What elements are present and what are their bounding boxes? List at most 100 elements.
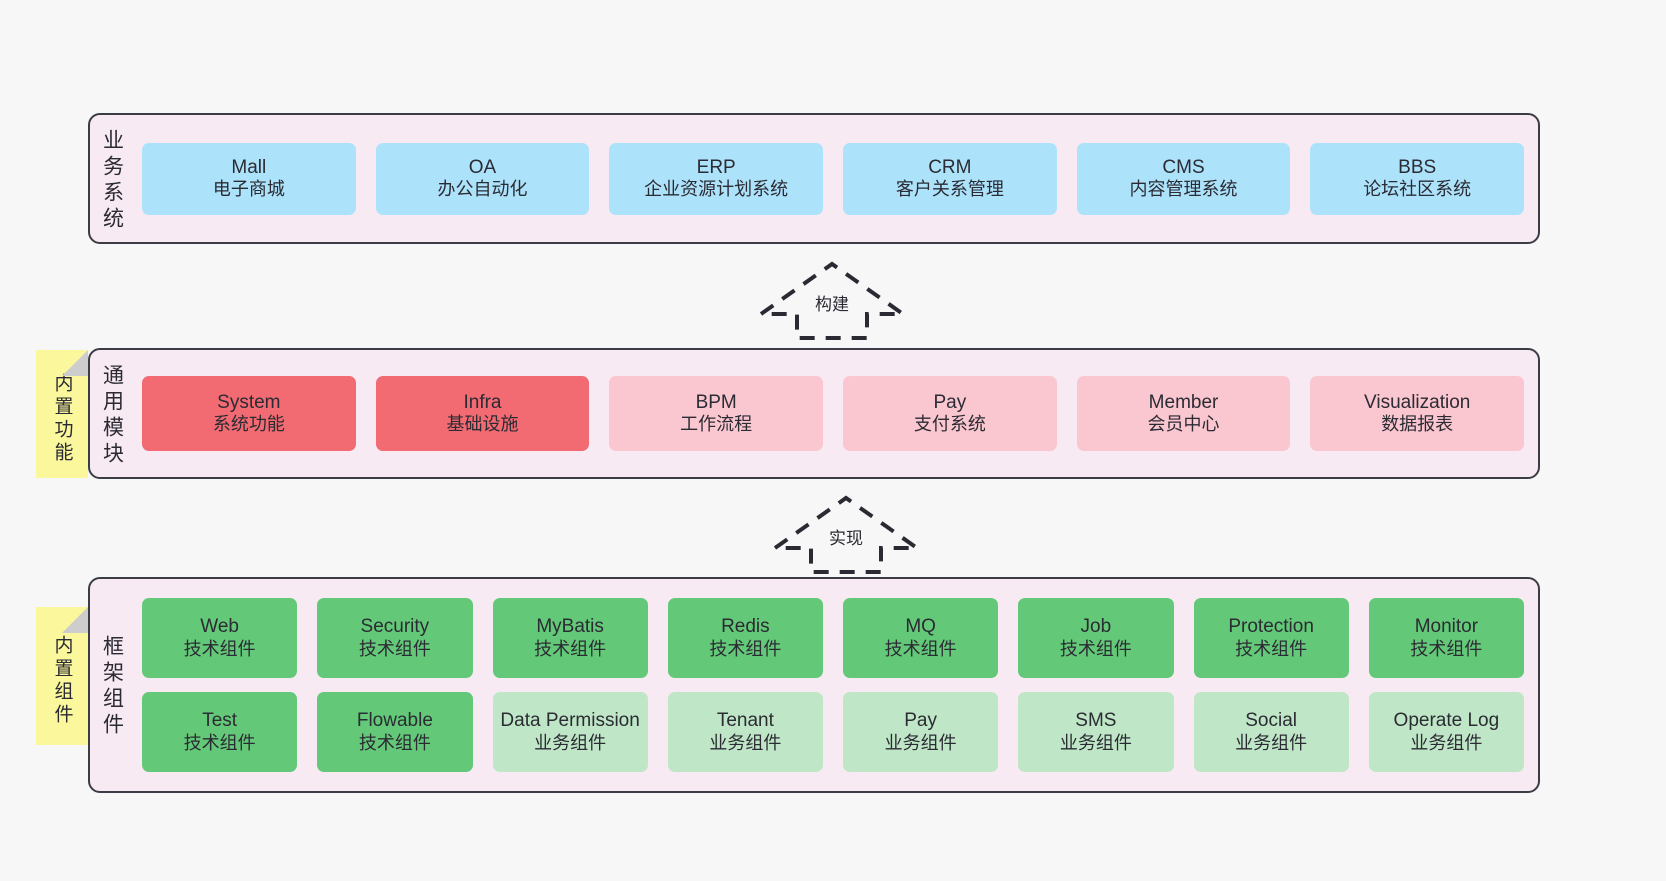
- layer-common-modules: 通用模块 System 系统功能 Infra 基础设施 BPM 工作流程 Pay…: [88, 348, 1540, 479]
- box-title: Infra: [463, 391, 502, 413]
- box-web[interactable]: Web 技术组件: [142, 598, 298, 678]
- layer-title-framework-components: 框架组件: [100, 635, 124, 739]
- box-title: Operate Log: [1393, 710, 1500, 732]
- sticky-note-builtin-functions: 内置功能: [36, 350, 88, 478]
- box-title: MQ: [905, 616, 936, 638]
- box-title: OA: [468, 156, 497, 178]
- box-monitor[interactable]: Monitor 技术组件: [1368, 598, 1524, 678]
- box-title: Social: [1245, 710, 1297, 732]
- box-subtitle: 数据报表: [1381, 414, 1454, 435]
- box-mq[interactable]: MQ 技术组件: [843, 598, 999, 678]
- box-title: Protection: [1228, 616, 1314, 638]
- box-title: Visualization: [1364, 391, 1471, 413]
- box-subtitle: 论坛社区系统: [1363, 179, 1472, 200]
- box-subtitle: 业务组件: [1059, 732, 1132, 753]
- box-title: Web: [200, 616, 239, 638]
- layer-business-systems: 业务系统 Mall 电子商城 OA 办公自动化 ERP 企业资源计划系统 CRM…: [88, 113, 1540, 244]
- box-subtitle: 会员中心: [1147, 414, 1220, 435]
- layer-row: Mall 电子商城 OA 办公自动化 ERP 企业资源计划系统 CRM 客户关系…: [142, 142, 1525, 215]
- box-subtitle: 内容管理系统: [1129, 179, 1238, 200]
- box-subtitle: 技术组件: [358, 732, 431, 753]
- layer-body-common-modules: System 系统功能 Infra 基础设施 BPM 工作流程 Pay 支付系统…: [134, 350, 1538, 477]
- box-redis[interactable]: Redis 技术组件: [667, 598, 823, 678]
- box-subtitle: 企业资源计划系统: [644, 179, 789, 200]
- box-subtitle: 电子商城: [212, 179, 285, 200]
- sticky-note-label: 内置组件: [51, 635, 73, 727]
- box-security[interactable]: Security 技术组件: [317, 598, 473, 678]
- box-system[interactable]: System 系统功能: [142, 376, 356, 451]
- box-title: Pay: [904, 710, 937, 732]
- box-pay-component[interactable]: Pay 业务组件: [843, 692, 999, 772]
- box-test[interactable]: Test 技术组件: [142, 692, 298, 772]
- layer-framework-components: 框架组件 Web 技术组件 Security 技术组件 MyBatis 技术组件…: [88, 577, 1540, 793]
- box-subtitle: 业务组件: [884, 732, 957, 753]
- layer-body-framework-components: Web 技术组件 Security 技术组件 MyBatis 技术组件 Redi…: [134, 579, 1538, 791]
- dashed-hollow-arrow-up-icon: [754, 261, 910, 340]
- box-title: ERP: [696, 156, 736, 178]
- arrow-implement: 实现: [768, 492, 924, 576]
- arrow-label: 构建: [815, 295, 849, 314]
- box-subtitle: 技术组件: [1410, 638, 1483, 659]
- box-bpm[interactable]: BPM 工作流程: [609, 376, 824, 451]
- box-title: Pay: [933, 391, 967, 413]
- box-job[interactable]: Job 技术组件: [1018, 598, 1174, 678]
- box-subtitle: 技术组件: [1235, 638, 1308, 659]
- box-infra[interactable]: Infra 基础设施: [375, 376, 590, 451]
- box-title: CRM: [928, 156, 972, 178]
- box-subtitle: 客户关系管理: [895, 179, 1004, 200]
- layer-row: System 系统功能 Infra 基础设施 BPM 工作流程 Pay 支付系统…: [142, 376, 1525, 451]
- layer-row: Test 技术组件 Flowable 技术组件 Data Permission …: [142, 692, 1524, 772]
- box-operate-log[interactable]: Operate Log 业务组件: [1368, 692, 1524, 772]
- box-flowable[interactable]: Flowable 技术组件: [317, 692, 473, 772]
- box-bbs[interactable]: BBS 论坛社区系统: [1310, 142, 1525, 215]
- box-title: SMS: [1075, 710, 1117, 732]
- box-erp[interactable]: ERP 企业资源计划系统: [609, 142, 824, 215]
- box-visualization[interactable]: Visualization 数据报表: [1310, 376, 1525, 451]
- box-subtitle: 业务组件: [709, 732, 782, 753]
- box-subtitle: 技术组件: [534, 638, 607, 659]
- layer-title-common-modules: 通用模块: [100, 363, 124, 468]
- box-sms[interactable]: SMS 业务组件: [1018, 692, 1174, 772]
- box-subtitle: 业务组件: [1235, 732, 1308, 753]
- layer-row: Web 技术组件 Security 技术组件 MyBatis 技术组件 Redi…: [142, 598, 1524, 678]
- box-protection[interactable]: Protection 技术组件: [1193, 598, 1349, 678]
- box-title: Flowable: [356, 710, 433, 732]
- box-subtitle: 业务组件: [534, 732, 607, 753]
- box-oa[interactable]: OA 办公自动化: [375, 142, 590, 215]
- box-subtitle: 基础设施: [446, 414, 519, 435]
- box-pay-module[interactable]: Pay 支付系统: [843, 376, 1057, 451]
- box-crm[interactable]: CRM 客户关系管理: [843, 142, 1057, 215]
- box-subtitle: 技术组件: [183, 638, 256, 659]
- box-data-permission[interactable]: Data Permission 业务组件: [492, 692, 648, 772]
- box-subtitle: 技术组件: [183, 732, 256, 753]
- box-title: BBS: [1398, 156, 1437, 178]
- sticky-note-builtin-components: 内置组件: [36, 607, 88, 745]
- box-title: Tenant: [716, 710, 774, 732]
- arrow-label: 实现: [829, 529, 863, 548]
- box-title: Mall: [231, 156, 267, 178]
- box-title: Monitor: [1414, 616, 1479, 638]
- box-subtitle: 系统功能: [212, 414, 285, 435]
- arrow-build: 构建: [754, 258, 910, 342]
- box-subtitle: 业务组件: [1410, 732, 1483, 753]
- box-mybatis[interactable]: MyBatis 技术组件: [492, 598, 648, 678]
- box-title: Job: [1080, 616, 1112, 638]
- box-title: Redis: [721, 616, 770, 638]
- box-social[interactable]: Social 业务组件: [1193, 692, 1349, 772]
- box-member[interactable]: Member 会员中心: [1076, 376, 1291, 451]
- box-tenant[interactable]: Tenant 业务组件: [667, 692, 823, 772]
- box-subtitle: 技术组件: [358, 638, 431, 659]
- box-subtitle: 技术组件: [709, 638, 782, 659]
- box-title: Data Permission: [500, 710, 640, 732]
- box-title: Member: [1148, 391, 1219, 413]
- box-title: CMS: [1162, 156, 1205, 178]
- box-title: BPM: [695, 391, 737, 413]
- box-title: System: [217, 391, 281, 413]
- box-mall[interactable]: Mall 电子商城: [142, 142, 356, 215]
- box-cms[interactable]: CMS 内容管理系统: [1076, 142, 1291, 215]
- box-subtitle: 支付系统: [913, 414, 986, 435]
- sticky-note-label: 内置功能: [51, 373, 73, 465]
- dashed-hollow-arrow-up-icon: [768, 495, 924, 574]
- box-subtitle: 办公自动化: [437, 179, 528, 200]
